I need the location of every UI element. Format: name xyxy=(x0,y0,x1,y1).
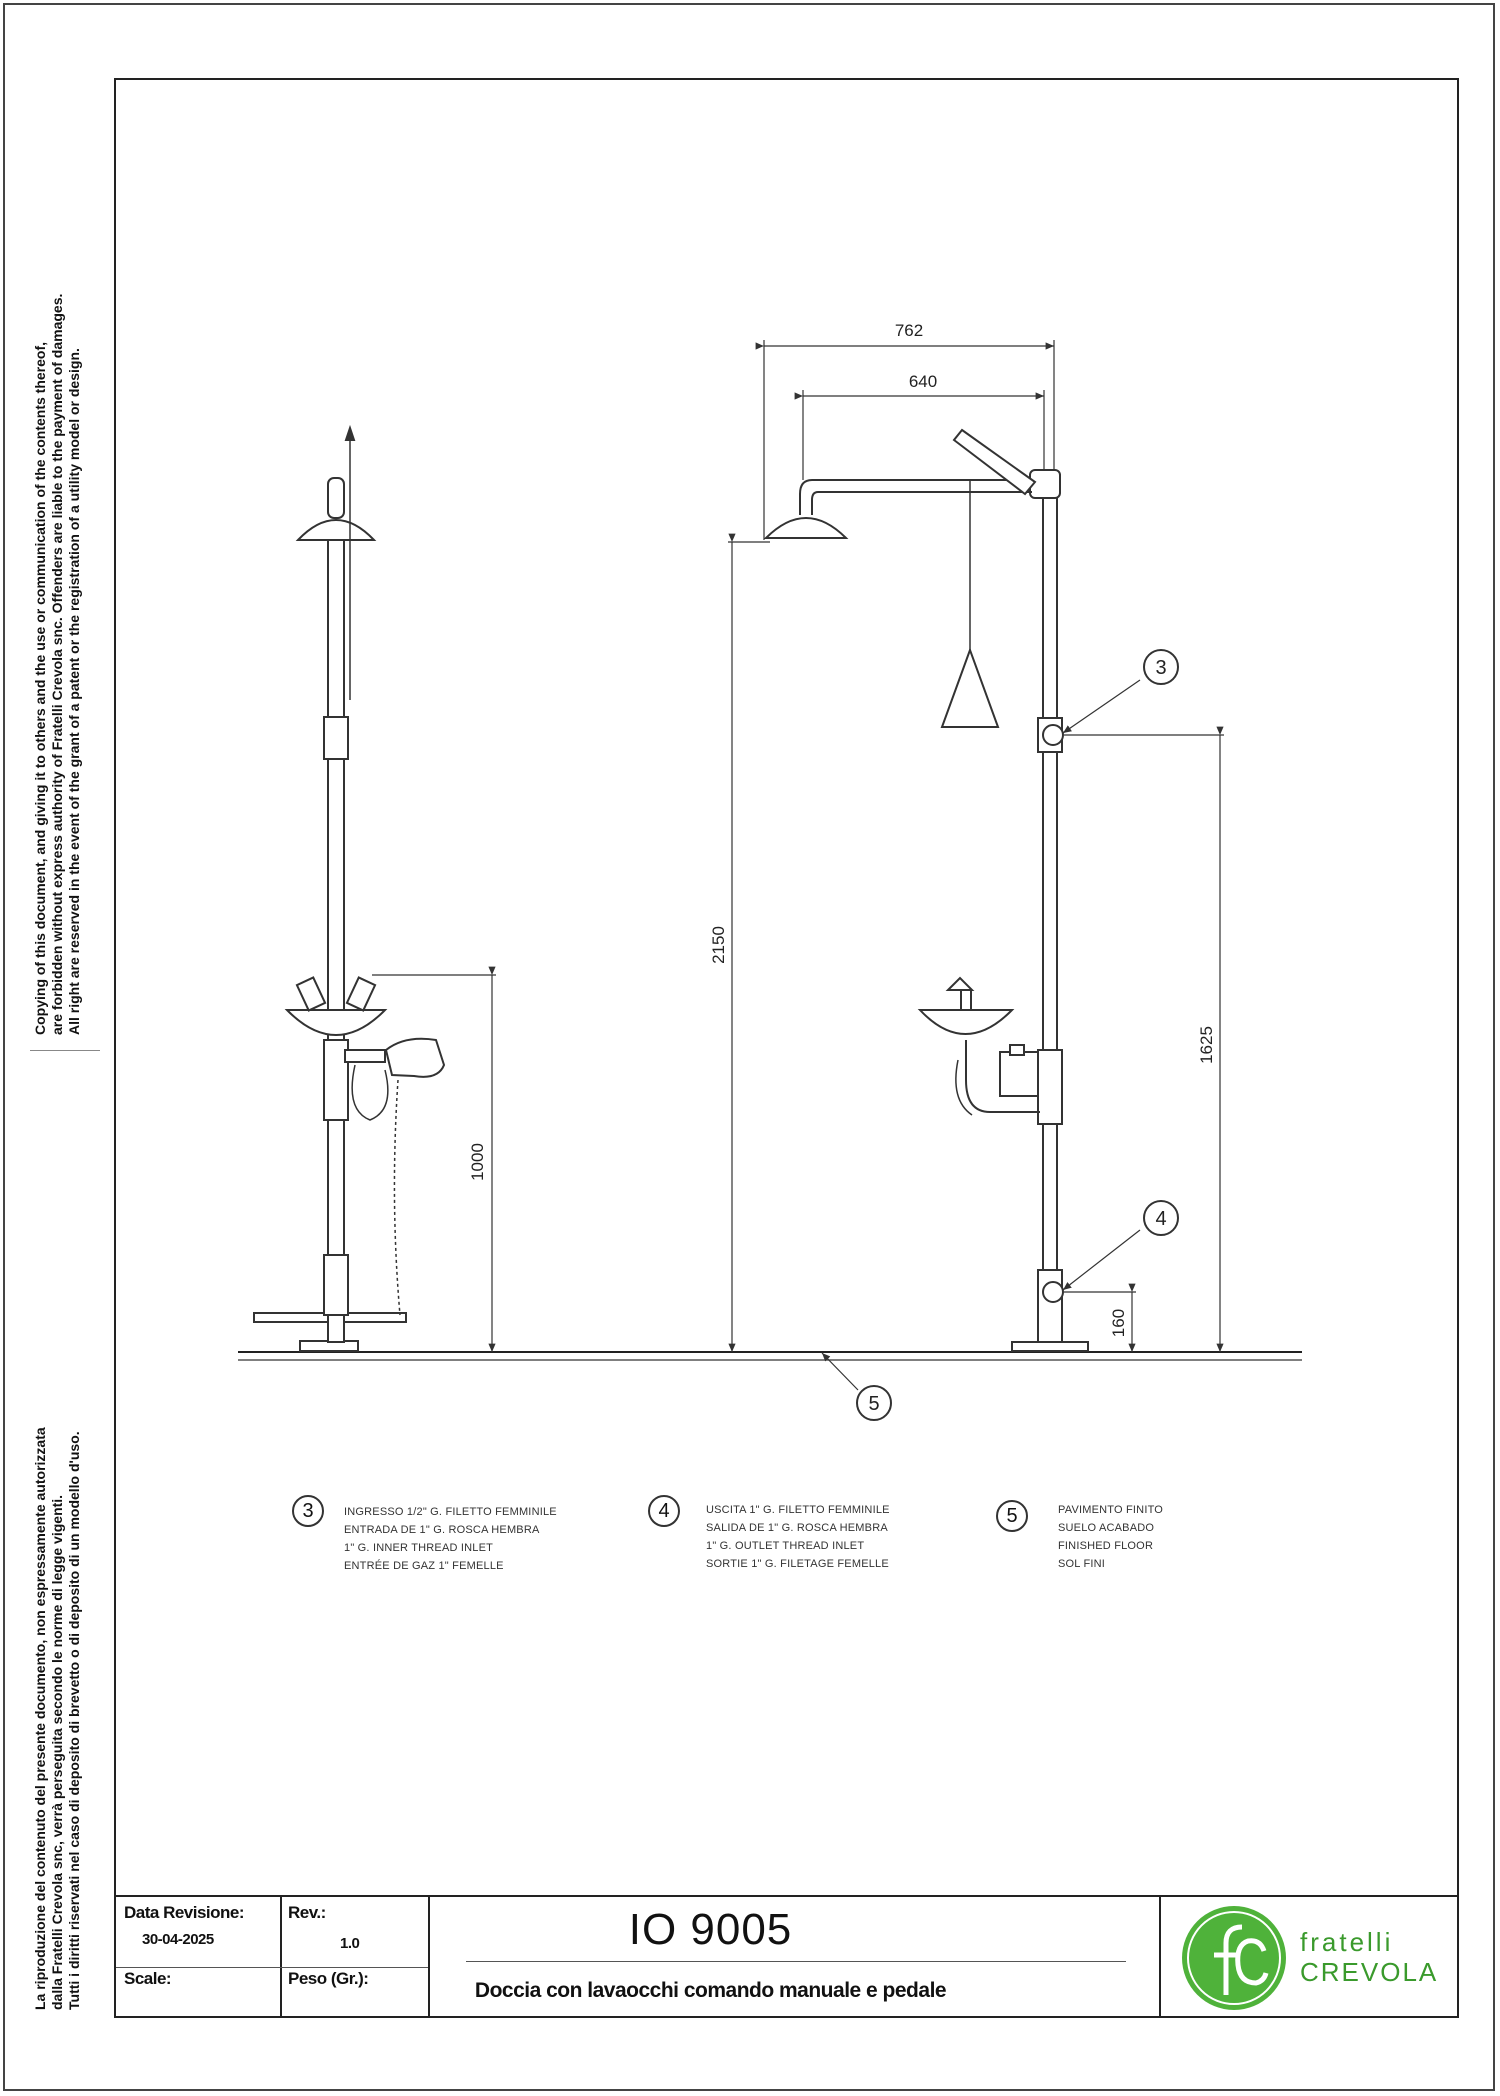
legend-number-4: 4 xyxy=(648,1495,680,1527)
tb-row-divider xyxy=(116,1967,428,1968)
revision-date-label: Data Revisione: xyxy=(124,1903,245,1922)
dimension-lines xyxy=(372,340,1224,1391)
legend-5-line-3: FINISHED FLOOR xyxy=(1058,1540,1154,1552)
logo-text-line-2: CREVOLA xyxy=(1300,1957,1439,1987)
legend-5-line-1: PAVIMENTO FINITO xyxy=(1058,1504,1164,1516)
rev-value: 1.0 xyxy=(340,1935,360,1952)
left-unit-side-view xyxy=(253,424,446,1352)
scale-label: Scale: xyxy=(124,1969,172,1988)
legend-4-line-2: SALIDA DE 1" G. ROSCA HEMBRA xyxy=(706,1522,888,1534)
callout-3: 3 xyxy=(1155,657,1166,679)
legend-text-3: INGRESSO 1/2" G. FILETTO FEMMINILE ENTRA… xyxy=(344,1503,557,1575)
legend-3-line-1: INGRESSO 1/2" G. FILETTO FEMMINILE xyxy=(344,1506,557,1518)
tb-divider-3 xyxy=(1159,1897,1161,2018)
dimension-labels: 762 640 2150 1000 1625 160 xyxy=(468,321,1216,1337)
legend-5-line-4: SOL FINI xyxy=(1058,1558,1106,1570)
callouts: 3 4 5 xyxy=(856,649,1179,1421)
dim-640: 640 xyxy=(909,372,937,391)
dim-1000: 1000 xyxy=(468,1143,487,1181)
revision-date: 30-04-2025 xyxy=(142,1931,214,1948)
tb-divider-1 xyxy=(280,1897,282,2018)
rev-label: Rev.: xyxy=(288,1903,326,1922)
floor xyxy=(238,1351,1302,1361)
drawing-description: Doccia con lavaocchi comando manuale e p… xyxy=(474,1979,947,2002)
right-unit-front-view xyxy=(763,428,1089,1352)
dim-2150: 2150 xyxy=(709,926,728,964)
dim-160: 160 xyxy=(1109,1309,1128,1337)
legend-text-5: PAVIMENTO FINITO SUELO ACABADO FINISHED … xyxy=(1058,1501,1163,1573)
callout-4: 4 xyxy=(1155,1208,1166,1230)
legend-3-line-4: ENTRÉE DE GAZ 1" FEMELLE xyxy=(344,1560,504,1572)
callout-5: 5 xyxy=(868,1393,879,1415)
legend-5-line-2: SUELO ACABADO xyxy=(1058,1522,1155,1534)
legend-3-line-2: ENTRADA DE 1" G. ROSCA HEMBRA xyxy=(344,1524,540,1536)
legend-4-line-1: USCITA 1" G. FILETTO FEMMINILE xyxy=(706,1504,890,1516)
legend-text-4: USCITA 1" G. FILETTO FEMMINILE SALIDA DE… xyxy=(706,1501,890,1573)
dim-1625: 1625 xyxy=(1197,1026,1216,1064)
title-block: Data Revisione: 30-04-2025 Rev.: 1.0 Sca… xyxy=(116,1895,1457,2018)
drawing-code: IO 9005 xyxy=(628,1905,793,1954)
legend-number-3: 3 xyxy=(292,1495,324,1527)
weight-label: Peso (Gr.): xyxy=(288,1969,369,1988)
sheet-border xyxy=(3,3,1495,2091)
company-logo: fratelli CREVOLA xyxy=(1176,1899,1436,2022)
tb-divider-2 xyxy=(428,1897,430,2018)
side-separator xyxy=(30,1050,100,1051)
fc-logo-icon xyxy=(1182,1906,1286,2010)
legend-4-line-4: SORTIE 1" G. FILETAGE FEMELLE xyxy=(706,1558,889,1570)
logo-text-line-1: fratelli xyxy=(1300,1927,1394,1957)
legend-4-line-3: 1" G. OUTLET THREAD INLET xyxy=(706,1540,865,1552)
legend-number-5: 5 xyxy=(996,1500,1028,1532)
tb-code-underline xyxy=(466,1961,1126,1962)
drawing-frame xyxy=(114,78,1459,2018)
dim-762: 762 xyxy=(895,321,923,340)
legend-3-line-3: 1" G. INNER THREAD INLET xyxy=(344,1542,494,1554)
